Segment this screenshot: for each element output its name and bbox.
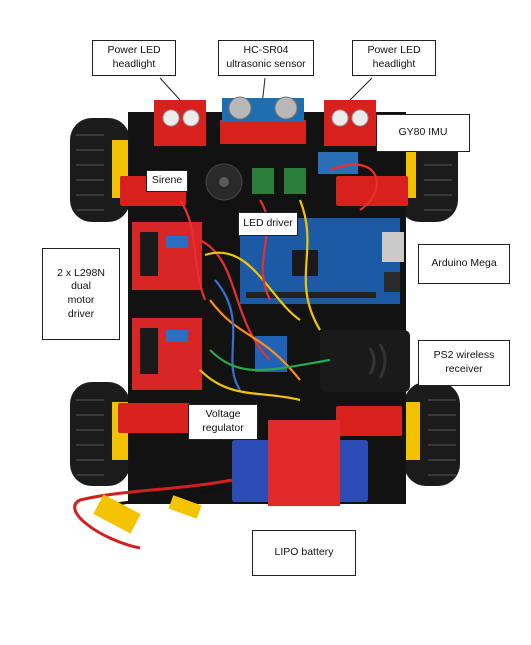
headlight-mount-left: [154, 100, 206, 146]
mount-rear-right: [336, 406, 402, 436]
mount-front-right: [336, 176, 408, 206]
ps2-receiver-unit: [320, 330, 410, 392]
gy80-board: [318, 152, 358, 174]
label-gy80-imu: GY80 IMU: [376, 114, 470, 152]
hc-sr04-sensor: [220, 96, 306, 144]
label-ps2-receiver: PS2 wireless receiver: [418, 340, 510, 386]
label-lipo-battery: LIPO battery: [252, 530, 356, 576]
battery-leads: [73, 478, 233, 550]
l298n-boards: [132, 222, 202, 390]
headlight-mount-right: [324, 100, 376, 146]
lipo-battery-pack: [232, 420, 368, 506]
label-hc-sr04: HC-SR04 ultrasonic sensor: [218, 40, 314, 76]
label-power-led-headlight-left: Power LED headlight: [92, 40, 176, 76]
label-voltage-regulator: Voltage regulator: [188, 404, 258, 440]
led-driver-board-1: [252, 168, 274, 194]
label-arduino-mega: Arduino Mega: [418, 244, 510, 284]
label-power-led-headlight-right: Power LED headlight: [352, 40, 436, 76]
headlights: [154, 100, 376, 146]
led-driver-board-2: [284, 168, 306, 194]
label-sirene: Sirene: [146, 170, 188, 192]
label-led-driver: LED driver: [238, 212, 298, 236]
label-l298n-motor-driver: 2 x L298N dual motor driver: [42, 248, 120, 340]
wires: [179, 163, 378, 402]
mount-rear-left: [118, 403, 190, 433]
